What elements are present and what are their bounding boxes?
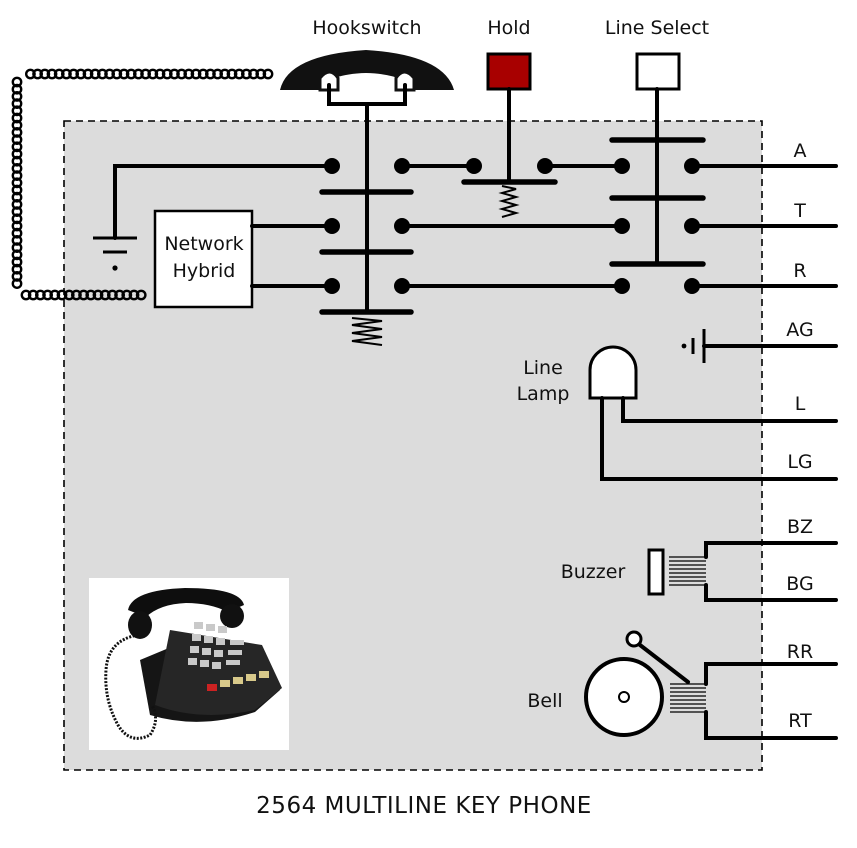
line-select-label: Line Select bbox=[605, 17, 709, 39]
terminal-label-lg: LG bbox=[787, 451, 812, 473]
telephone-photo bbox=[89, 578, 289, 750]
cord-loop bbox=[11, 112, 23, 124]
bell-clapper-arm bbox=[638, 643, 690, 684]
hookswitch-label: Hookswitch bbox=[312, 17, 421, 39]
terminal-label-bg: BG bbox=[786, 573, 813, 595]
hookswitch-spring bbox=[351, 317, 383, 346]
cord-loop bbox=[11, 105, 23, 117]
terminal-wire-lg bbox=[600, 396, 838, 481]
network-hybrid-label: Network bbox=[164, 233, 243, 255]
terminal-label-l: L bbox=[795, 393, 806, 415]
terminal-wire-bz bbox=[704, 541, 838, 559]
handset-icon bbox=[280, 50, 454, 92]
terminal-label-ag: AG bbox=[786, 319, 813, 341]
handset-cord bbox=[11, 68, 274, 301]
line-lamp-label: Line bbox=[523, 357, 563, 379]
terminal-label-bz: BZ bbox=[787, 516, 813, 538]
terminal-label-rt: RT bbox=[788, 710, 812, 732]
cord-loop bbox=[32, 68, 43, 80]
terminal-label-t: T bbox=[793, 200, 806, 222]
ground-wire bbox=[113, 164, 334, 240]
cord-loop bbox=[135, 289, 147, 301]
line-lamp bbox=[588, 345, 638, 400]
bell-center bbox=[618, 691, 630, 703]
hold-label: Hold bbox=[487, 17, 530, 39]
terminal-label-a: A bbox=[794, 140, 807, 162]
bell-coil bbox=[670, 683, 706, 713]
hookswitch-cradle bbox=[327, 83, 407, 106]
cord-loop bbox=[11, 76, 23, 88]
network-hybrid-box bbox=[153, 209, 254, 309]
cord-loop bbox=[85, 289, 97, 301]
buzzer-icon bbox=[647, 548, 665, 596]
hold-button bbox=[486, 52, 532, 91]
buzzer-label: Buzzer bbox=[561, 561, 626, 583]
terminal-wire-l bbox=[621, 396, 838, 423]
cord-loop bbox=[107, 289, 118, 301]
line-lamp-label: Lamp bbox=[517, 383, 570, 405]
cord-loop bbox=[71, 289, 82, 301]
buzzer-coil bbox=[669, 556, 706, 586]
line-select-button bbox=[635, 52, 681, 91]
diagram-title: 2564 MULTILINE KEY PHONE bbox=[256, 793, 592, 819]
bell-label: Bell bbox=[527, 690, 562, 712]
terminal-label-r: R bbox=[793, 260, 806, 282]
terminal-wire-rr bbox=[704, 662, 838, 686]
cord-loop bbox=[25, 68, 36, 80]
hold-spring bbox=[498, 185, 520, 218]
cord-loop bbox=[255, 68, 267, 80]
cord-loop bbox=[92, 289, 104, 301]
cord-loop bbox=[11, 278, 23, 289]
terminal-wire-bg bbox=[704, 583, 838, 602]
network-hybrid-label: Hybrid bbox=[173, 260, 236, 282]
ground-icon bbox=[93, 236, 137, 271]
terminal-label-rr: RR bbox=[787, 641, 813, 663]
terminal-wire-rt bbox=[704, 710, 838, 740]
bell-clapper bbox=[625, 630, 643, 648]
cord-loop bbox=[11, 91, 23, 102]
